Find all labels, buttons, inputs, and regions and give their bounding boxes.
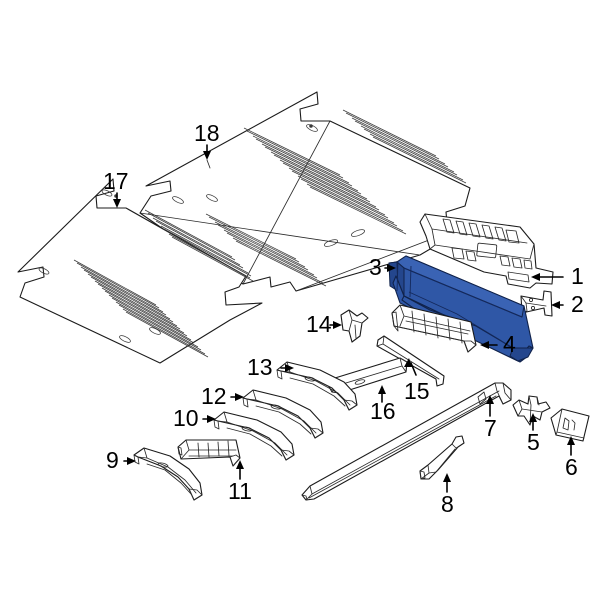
part-7-side-rail [301,382,512,501]
part-11-cross-member-reinforcement [177,439,241,467]
part-13-cross-member-rear [276,361,358,411]
part-9-cross-member-front [133,447,203,501]
part-6-cover-plate [550,408,590,442]
part-4-cross-member-inner [391,304,477,353]
part-12-cross-member [242,389,324,439]
part-17-floor-pan-front [17,178,263,364]
part-1-rear-cross-member-panel [419,213,554,289]
part-8-support-bracket [419,435,465,480]
part-14-gusset-bracket [340,309,369,343]
part-10-cross-member [213,411,295,461]
leader-lines [113,144,575,493]
part-15-brace-rod [376,335,445,387]
part-18-floor-pan-rear [139,91,477,292]
part-5-bracket-assembly [512,395,551,426]
